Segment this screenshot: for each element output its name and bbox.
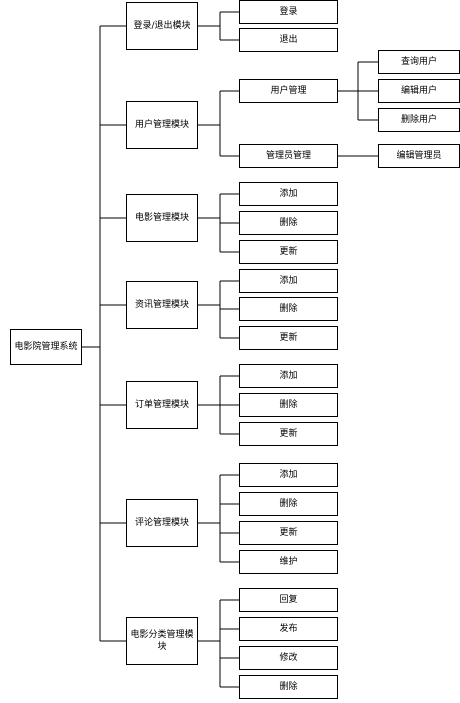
leaf-movie-delete: 删除 — [239, 211, 338, 235]
leaf-category-publish: 发布 — [239, 617, 338, 641]
module-user-management: 用户管理模块 — [126, 101, 198, 149]
leaf-comment-delete: 删除 — [239, 492, 338, 516]
leaf-news-add: 添加 — [239, 269, 338, 293]
module-order-management: 订单管理模块 — [126, 381, 198, 429]
module-movie-category-management: 电影分类管理模块 — [126, 617, 198, 665]
submodule-admin-management: 管理员管理 — [239, 144, 338, 168]
leaf-comment-update: 更新 — [239, 521, 338, 545]
leaf-edit-user: 编辑用户 — [378, 79, 460, 103]
module-news-management: 资讯管理模块 — [126, 281, 198, 329]
leaf-news-delete: 删除 — [239, 297, 338, 321]
module-movie-management: 电影管理模块 — [126, 194, 198, 242]
leaf-order-update: 更新 — [239, 422, 338, 446]
leaf-delete-user: 删除用户 — [378, 108, 460, 132]
leaf-category-modify: 修改 — [239, 646, 338, 670]
leaf-query-user: 查询用户 — [378, 50, 460, 74]
module-comment-management: 评论管理模块 — [126, 499, 198, 547]
leaf-order-add: 添加 — [239, 364, 338, 388]
leaf-news-update: 更新 — [239, 326, 338, 350]
root-node: 电影院管理系统 — [10, 329, 82, 365]
leaf-edit-admin: 编辑管理员 — [378, 144, 460, 168]
leaf-category-delete: 删除 — [239, 675, 338, 699]
leaf-logout: 退出 — [239, 28, 338, 52]
leaf-category-reply: 回复 — [239, 588, 338, 612]
leaf-order-delete: 删除 — [239, 393, 338, 417]
leaf-movie-add: 添加 — [239, 182, 338, 206]
module-login-logout: 登录/退出模块 — [126, 2, 198, 50]
leaf-movie-update: 更新 — [239, 240, 338, 264]
leaf-comment-maintain: 维护 — [239, 550, 338, 574]
submodule-user-management: 用户管理 — [239, 79, 338, 103]
leaf-login: 登录 — [239, 0, 338, 24]
leaf-comment-add: 添加 — [239, 463, 338, 487]
